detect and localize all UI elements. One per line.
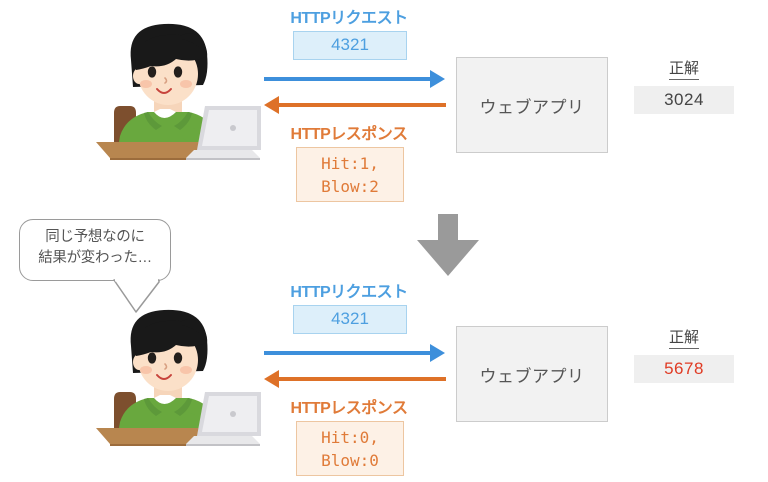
- response-hit-top: Hit:1,: [321, 154, 379, 173]
- answer-group-bottom: 正解 5678: [624, 326, 744, 383]
- request-label-top: HTTPリクエスト: [290, 10, 408, 27]
- speech-bubble-line2: 結果が変わった…: [38, 250, 152, 266]
- response-hit-bottom: Hit:0,: [321, 428, 379, 447]
- answer-label-bottom: 正解: [668, 326, 699, 349]
- request-value-box-top: 4321: [293, 31, 407, 60]
- response-label-top: HTTPレスポンス: [290, 126, 408, 143]
- response-value-box-top: Hit:1, Blow:2: [296, 147, 404, 202]
- speech-bubble: 同じ予想なのに 結果が変わった…: [19, 219, 171, 281]
- response-value-box-bottom: Hit:0, Blow:0: [296, 421, 404, 476]
- request-label-bottom: HTTPリクエスト: [290, 284, 408, 301]
- answer-label-top: 正解: [668, 57, 699, 80]
- request-arrow-top: [264, 70, 446, 88]
- response-blow-bottom: Blow:0: [321, 451, 379, 470]
- speech-bubble-line1: 同じ予想なのに: [45, 229, 145, 245]
- request-value-box-bottom: 4321: [293, 305, 407, 334]
- speech-bubble-tail: [113, 279, 160, 313]
- person-at-laptop-illustration-top: [96, 23, 261, 160]
- response-arrow-bottom: [264, 370, 446, 388]
- webapp-box-bottom: ウェブアプリ: [456, 326, 608, 422]
- answer-value-top: 3024: [634, 86, 734, 114]
- request-arrow-bottom: [264, 344, 446, 362]
- person-at-laptop-illustration-bottom: [96, 309, 261, 446]
- answer-value-bottom: 5678: [634, 355, 734, 383]
- response-arrow-top: [264, 96, 446, 114]
- answer-group-top: 正解 3024: [624, 57, 744, 114]
- response-blow-top: Blow:2: [321, 177, 379, 196]
- response-label-bottom: HTTPレスポンス: [290, 400, 408, 417]
- transition-down-arrow: [417, 214, 479, 276]
- webapp-box-top: ウェブアプリ: [456, 57, 608, 153]
